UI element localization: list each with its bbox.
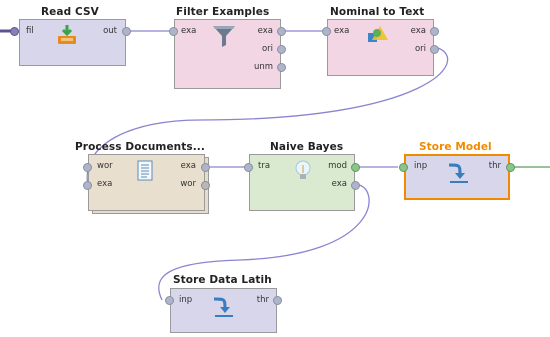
store-model-operator[interactable]: inp thr bbox=[404, 154, 510, 200]
filter-port-in[interactable] bbox=[169, 27, 178, 36]
naive-bayes-operator[interactable]: tra mod exa bbox=[249, 154, 355, 211]
process-documents-title: Process Documents... bbox=[75, 141, 205, 153]
funnel-icon bbox=[213, 26, 235, 47]
store-model-port-in[interactable] bbox=[399, 163, 408, 172]
store-model-port-out-label: thr bbox=[488, 161, 501, 171]
read-csv-port-out-label: out bbox=[103, 26, 117, 36]
store-data-port-in-label: inp bbox=[179, 295, 193, 305]
read-csv-icon bbox=[58, 25, 76, 44]
process-port-out1-label: exa bbox=[180, 161, 196, 171]
nominal-port-in[interactable] bbox=[322, 27, 331, 36]
nominal-port-out2[interactable] bbox=[430, 45, 439, 54]
store-data-port-out[interactable] bbox=[273, 296, 282, 305]
store-data-latih-title: Store Data Latih bbox=[173, 274, 272, 286]
naive-port-out1-label: mod bbox=[328, 161, 347, 171]
filter-port-out1[interactable] bbox=[277, 27, 286, 36]
naive-bayes-title: Naive Bayes bbox=[270, 141, 344, 153]
filter-port-out2-label: ori bbox=[261, 44, 273, 54]
connection-nominal-to-process bbox=[86, 47, 449, 186]
lightbulb-icon bbox=[295, 160, 311, 179]
read-csv-port-in-label: fil bbox=[26, 26, 34, 36]
process-documents-operator[interactable]: wor exa exa wor bbox=[88, 154, 205, 211]
store-model-port-out[interactable] bbox=[506, 163, 515, 172]
filter-port-out3[interactable] bbox=[277, 63, 286, 72]
read-csv-title: Read CSV bbox=[41, 6, 99, 18]
store-model-title: Store Model bbox=[419, 141, 492, 153]
process-port-in1-label: wor bbox=[97, 161, 113, 171]
nominal-to-text-operator[interactable]: exa exa ori bbox=[327, 19, 434, 76]
process-port-out2[interactable] bbox=[201, 181, 210, 190]
naive-port-out2[interactable] bbox=[351, 181, 360, 190]
store-data-port-out-label: thr bbox=[256, 295, 269, 305]
process-port-out1[interactable] bbox=[201, 163, 210, 172]
store-icon bbox=[448, 163, 468, 183]
filter-port-out1-label: exa bbox=[257, 26, 273, 36]
process-port-in1[interactable] bbox=[83, 163, 92, 172]
nominal-port-out2-label: ori bbox=[414, 44, 426, 54]
store-data-latih-operator[interactable]: inp thr bbox=[170, 288, 277, 333]
naive-port-in-label: tra bbox=[258, 161, 271, 171]
filter-examples-title: Filter Examples bbox=[176, 6, 270, 18]
nominal-port-out1[interactable] bbox=[430, 27, 439, 36]
store-icon bbox=[213, 297, 233, 317]
nominal-to-text-title: Nominal to Text bbox=[330, 6, 425, 18]
nominal-port-in-label: exa bbox=[334, 26, 350, 36]
process-port-in2[interactable] bbox=[83, 181, 92, 190]
shapes-icon bbox=[368, 26, 388, 42]
naive-port-out1[interactable] bbox=[351, 163, 360, 172]
filter-port-out3-label: unm bbox=[253, 62, 273, 72]
store-model-port-in-label: inp bbox=[414, 161, 428, 171]
connection-naive-to-storedata bbox=[158, 184, 370, 301]
store-data-port-in[interactable] bbox=[165, 296, 174, 305]
read-csv-operator[interactable]: fil out bbox=[19, 19, 126, 66]
filter-examples-operator[interactable]: exa exa ori unm bbox=[174, 19, 281, 89]
nominal-port-out1-label: exa bbox=[410, 26, 426, 36]
naive-port-in[interactable] bbox=[244, 163, 253, 172]
filter-port-out2[interactable] bbox=[277, 45, 286, 54]
filter-port-in-label: exa bbox=[181, 26, 197, 36]
read-csv-port-out[interactable] bbox=[122, 27, 131, 36]
process-port-out2-label: wor bbox=[180, 179, 196, 189]
process-port-in2-label: exa bbox=[97, 179, 113, 189]
read-csv-port-in[interactable] bbox=[10, 27, 19, 36]
document-icon bbox=[137, 160, 153, 181]
naive-port-out2-label: exa bbox=[331, 179, 347, 189]
